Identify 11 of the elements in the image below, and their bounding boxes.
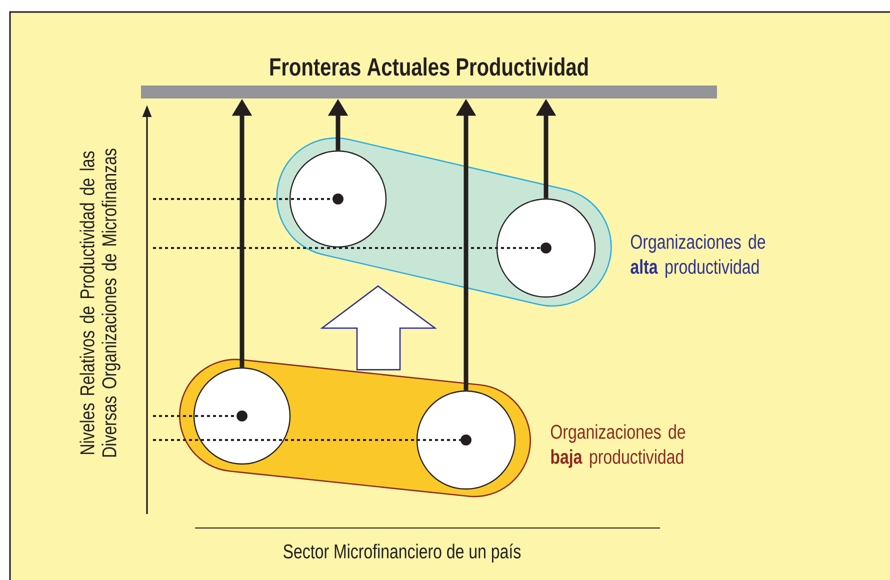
group-label: Organizaciones de baja productividad bbox=[550, 424, 686, 468]
pulley bbox=[496, 198, 596, 298]
block-arrow bbox=[320, 285, 437, 370]
axis-label: Niveles Relativos de Productividad de las Diversas Organizaciones de Microfinanzas bbox=[80, 148, 120, 457]
axis-label: Sector Microfinanciero de un país bbox=[284, 544, 521, 562]
node-label: Fronteras Actuales Productividad bbox=[270, 57, 588, 76]
group-label: Organizaciones de alta productividad bbox=[630, 234, 766, 278]
pulley bbox=[416, 390, 516, 490]
pulley bbox=[289, 150, 387, 248]
frontier-bar: Fronteras Actuales Productividad bbox=[141, 57, 718, 98]
pulley bbox=[193, 367, 291, 465]
